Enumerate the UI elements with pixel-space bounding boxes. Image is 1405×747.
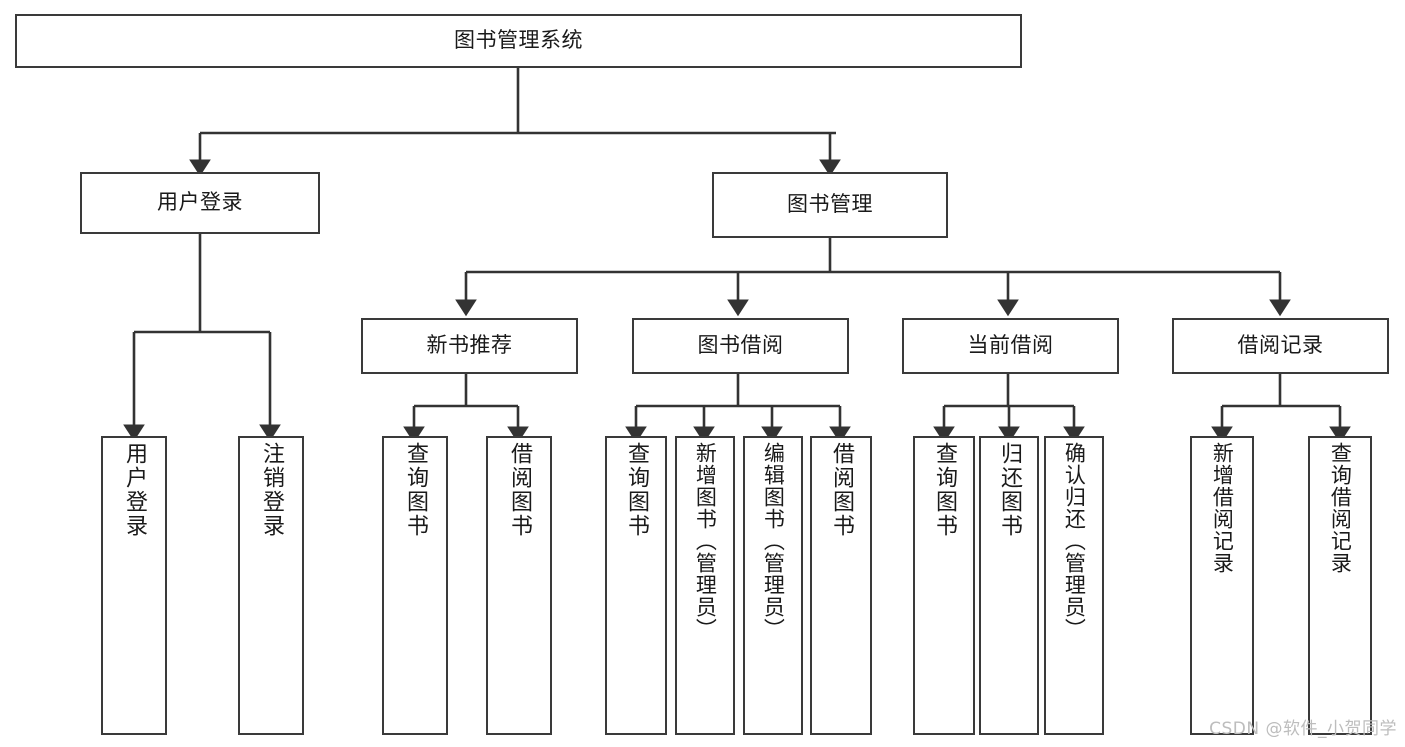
node-label: 当前借阅 (967, 333, 1054, 358)
leaf-user-login-logout[interactable]: 注销登录 (238, 436, 304, 735)
leaf-borrow-record-query-record[interactable]: 查询借阅记录 (1308, 436, 1372, 735)
leaf-current-borrow-query-book[interactable]: 查询图书 (913, 436, 975, 735)
leaf-current-borrow-confirm-return-admin[interactable]: 确认归还（管理员） (1044, 436, 1104, 735)
node-label: 用户登录 (157, 190, 243, 215)
node-book-management[interactable]: 图书管理 (712, 172, 948, 238)
node-root-book-management-system[interactable]: 图书管理系统 (15, 14, 1022, 68)
node-label: 图书管理 (787, 192, 873, 217)
node-book-borrow[interactable]: 图书借阅 (632, 318, 849, 374)
node-label: 查询图书 (623, 442, 649, 538)
node-new-book-recommend[interactable]: 新书推荐 (361, 318, 578, 374)
node-label: 借阅记录 (1237, 333, 1324, 358)
node-label: 确认归还（管理员） (1062, 442, 1087, 640)
node-label: 借阅图书 (506, 442, 532, 538)
leaf-book-borrow-borrow-book[interactable]: 借阅图书 (810, 436, 872, 735)
leaf-new-book-query-book[interactable]: 查询图书 (382, 436, 448, 735)
node-label: 图书管理系统 (454, 28, 583, 53)
node-label: 编辑图书（管理员） (761, 442, 786, 640)
leaf-user-login-login[interactable]: 用户登录 (101, 436, 167, 735)
leaf-book-borrow-edit-book-admin[interactable]: 编辑图书（管理员） (743, 436, 803, 735)
node-label: 注销登录 (258, 442, 284, 538)
leaf-borrow-record-add-record[interactable]: 新增借阅记录 (1190, 436, 1254, 735)
node-borrow-record[interactable]: 借阅记录 (1172, 318, 1389, 374)
node-label: 归还图书 (996, 442, 1022, 538)
leaf-current-borrow-return-book[interactable]: 归还图书 (979, 436, 1039, 735)
node-label: 新增借阅记录 (1210, 442, 1235, 574)
node-user-login[interactable]: 用户登录 (80, 172, 320, 234)
node-label: 新增图书（管理员） (693, 442, 718, 640)
node-label: 查询图书 (402, 442, 428, 538)
leaf-new-book-borrow-book[interactable]: 借阅图书 (486, 436, 552, 735)
node-label: 查询借阅记录 (1328, 442, 1353, 574)
node-label: 用户登录 (121, 442, 147, 538)
leaf-book-borrow-add-book-admin[interactable]: 新增图书（管理员） (675, 436, 735, 735)
node-label: 图书借阅 (697, 333, 784, 358)
node-label: 新书推荐 (426, 333, 513, 358)
node-label: 借阅图书 (828, 442, 854, 538)
leaf-book-borrow-query-book[interactable]: 查询图书 (605, 436, 667, 735)
watermark-csdn: CSDN @软件_小贺同学 (1209, 719, 1397, 739)
node-label: 查询图书 (931, 442, 957, 538)
node-current-borrow[interactable]: 当前借阅 (902, 318, 1119, 374)
